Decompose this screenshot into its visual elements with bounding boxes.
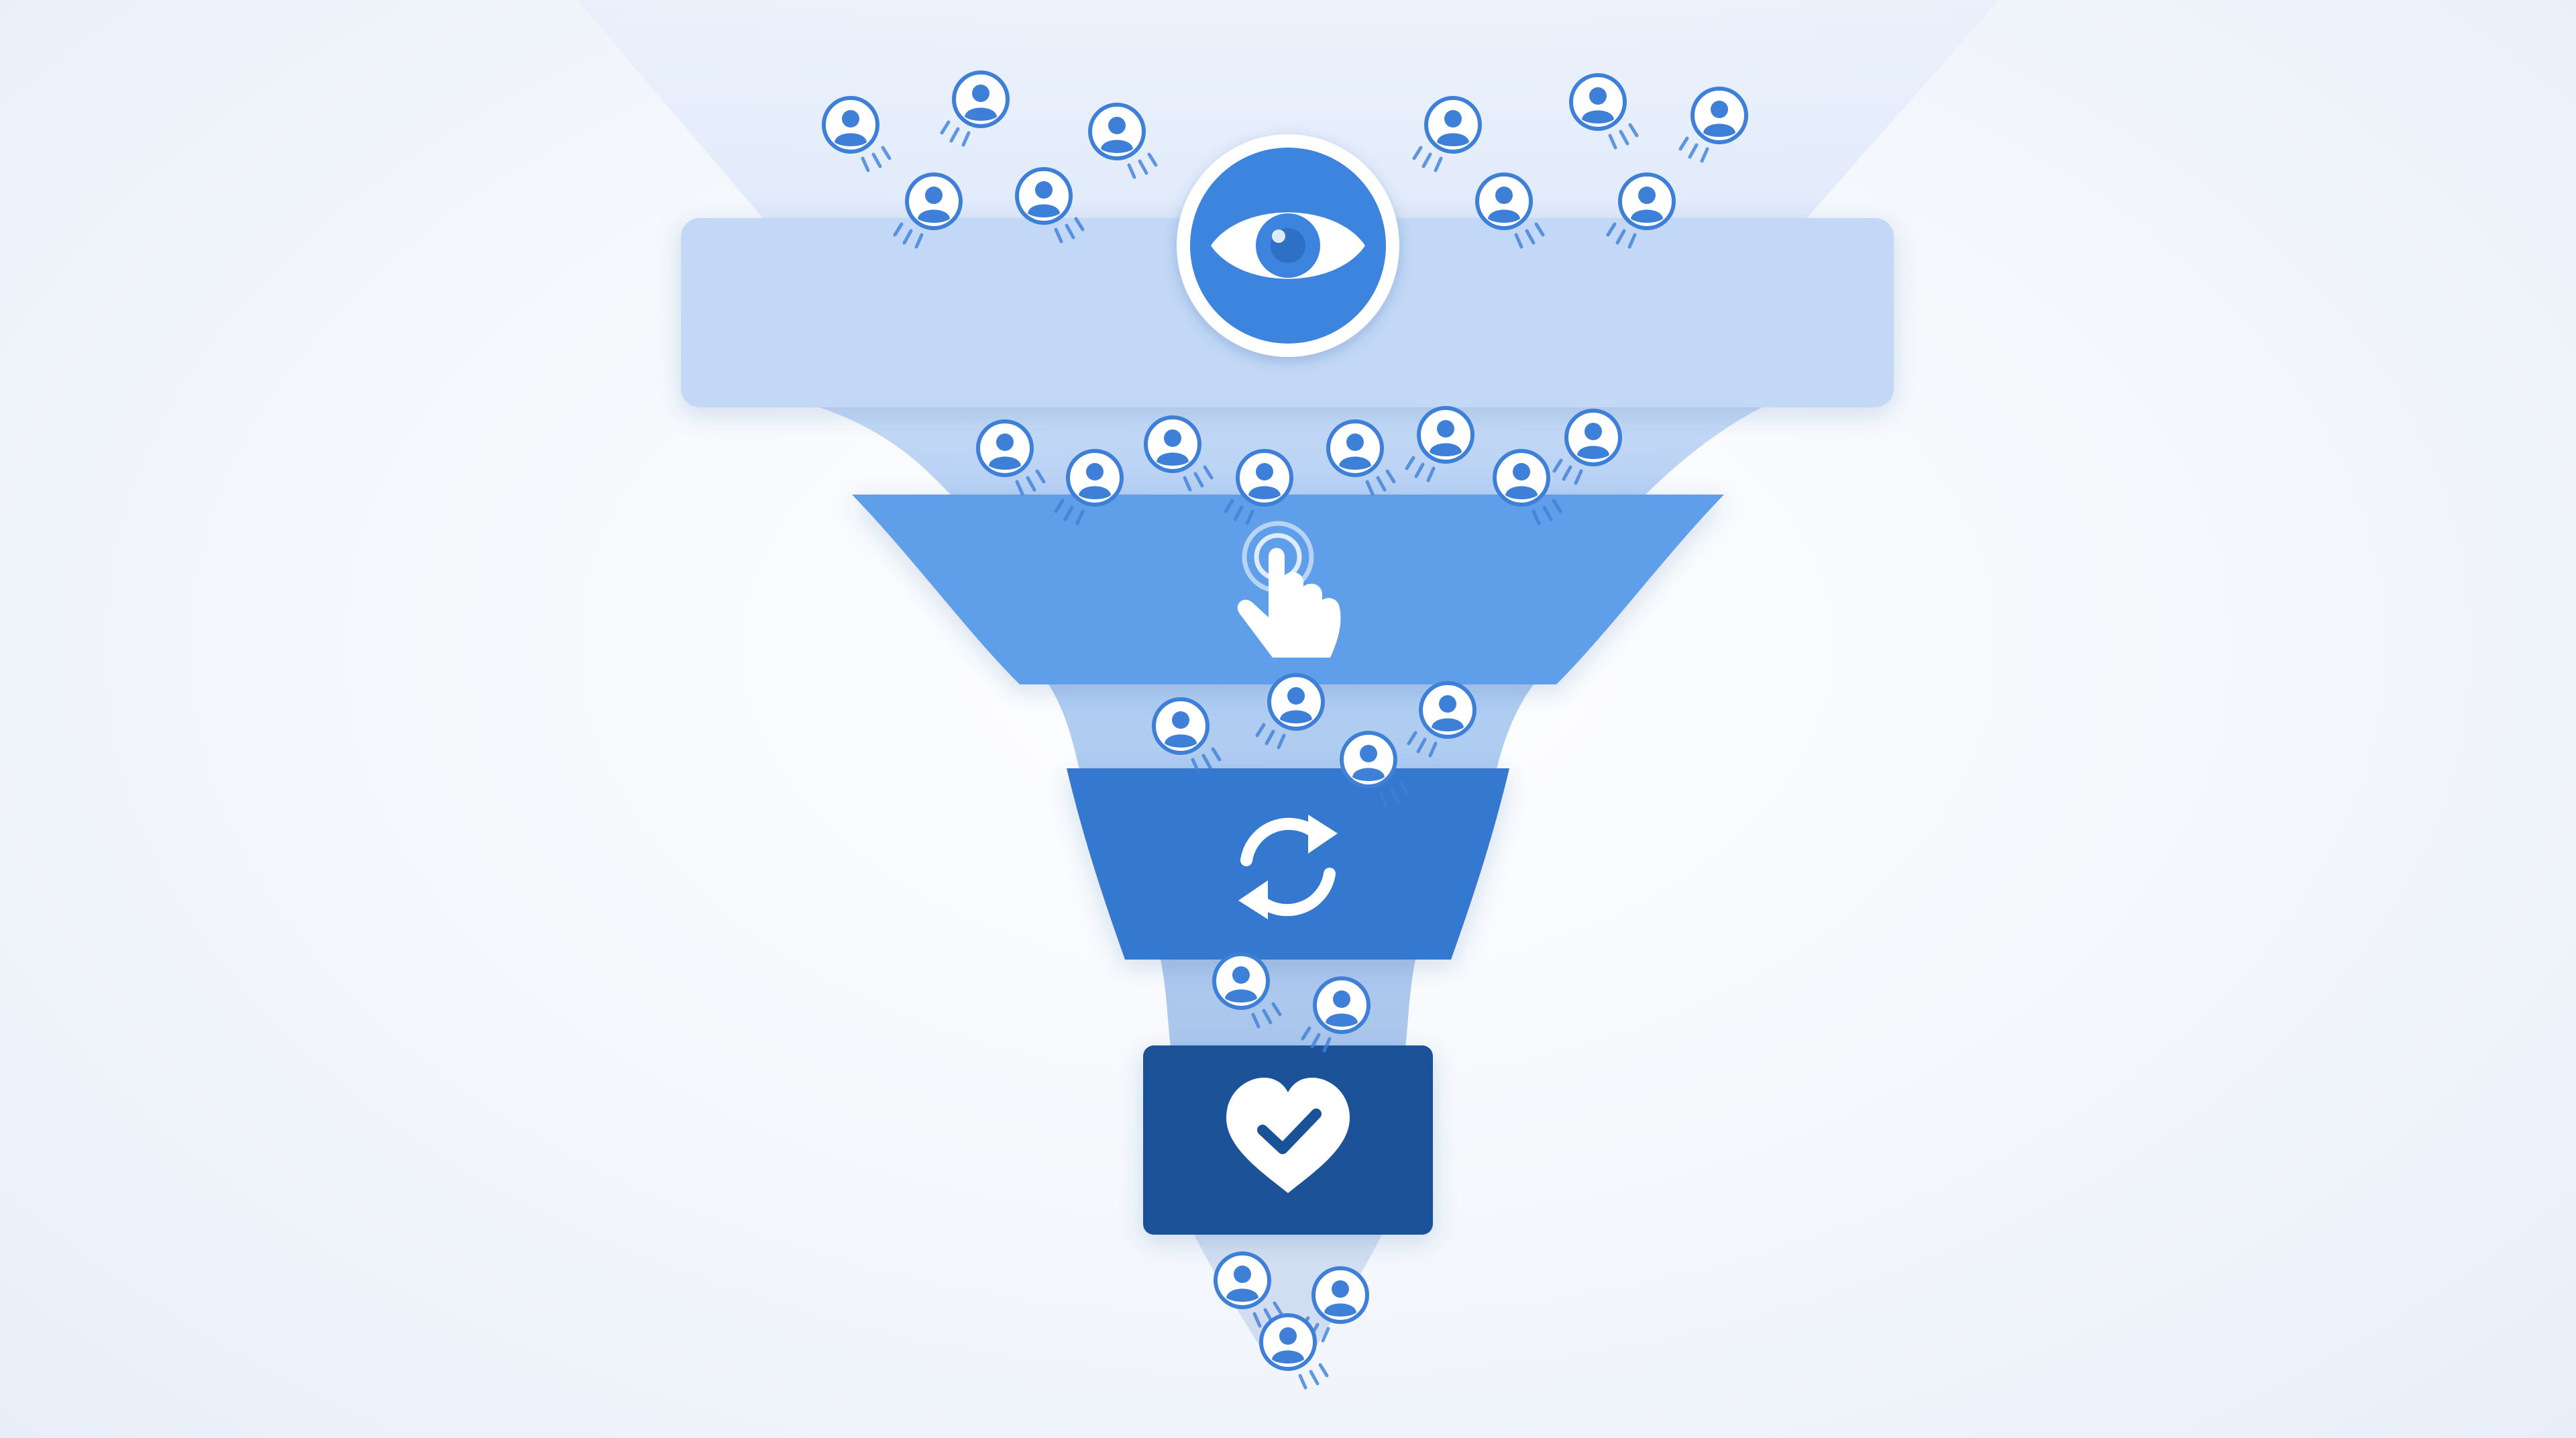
- background-beam: [577, 0, 1999, 228]
- user-icon: [1328, 421, 1396, 496]
- user-icon: [1405, 408, 1472, 482]
- user-icon: [1214, 954, 1282, 1029]
- user-icon: [1090, 105, 1158, 179]
- user-icon: [1054, 451, 1122, 525]
- user-icon: [1495, 451, 1562, 525]
- user-icon: [978, 421, 1046, 496]
- eye-icon: [1177, 134, 1399, 357]
- user-icon: [940, 72, 1008, 147]
- funnel-tier-consideration: [1067, 768, 1509, 960]
- user-icon: [1146, 417, 1214, 492]
- user-icon: [1407, 683, 1474, 758]
- user-icon: [1477, 174, 1545, 249]
- funnel-neck-3: [1161, 960, 1415, 1047]
- user-icon: [1678, 89, 1746, 163]
- user-icon: [1412, 98, 1480, 172]
- user-icon: [1571, 75, 1639, 150]
- user-icon: [824, 98, 892, 172]
- heart-check-icon: [1226, 1078, 1350, 1193]
- user-icon: [1552, 411, 1620, 485]
- user-icon: [893, 174, 961, 249]
- user-icon: [1342, 733, 1409, 807]
- user-icon: [1224, 451, 1291, 525]
- user-icon: [1261, 1315, 1329, 1390]
- refresh-cycle-icon: [1238, 815, 1338, 919]
- pointer-tap-icon: [1237, 521, 1341, 658]
- user-icons-group: [824, 72, 1746, 1390]
- user-icon: [1255, 675, 1323, 750]
- user-icon: [1017, 169, 1085, 244]
- user-icon: [1606, 174, 1674, 249]
- user-icon: [1154, 699, 1222, 774]
- user-icon: [1301, 978, 1368, 1053]
